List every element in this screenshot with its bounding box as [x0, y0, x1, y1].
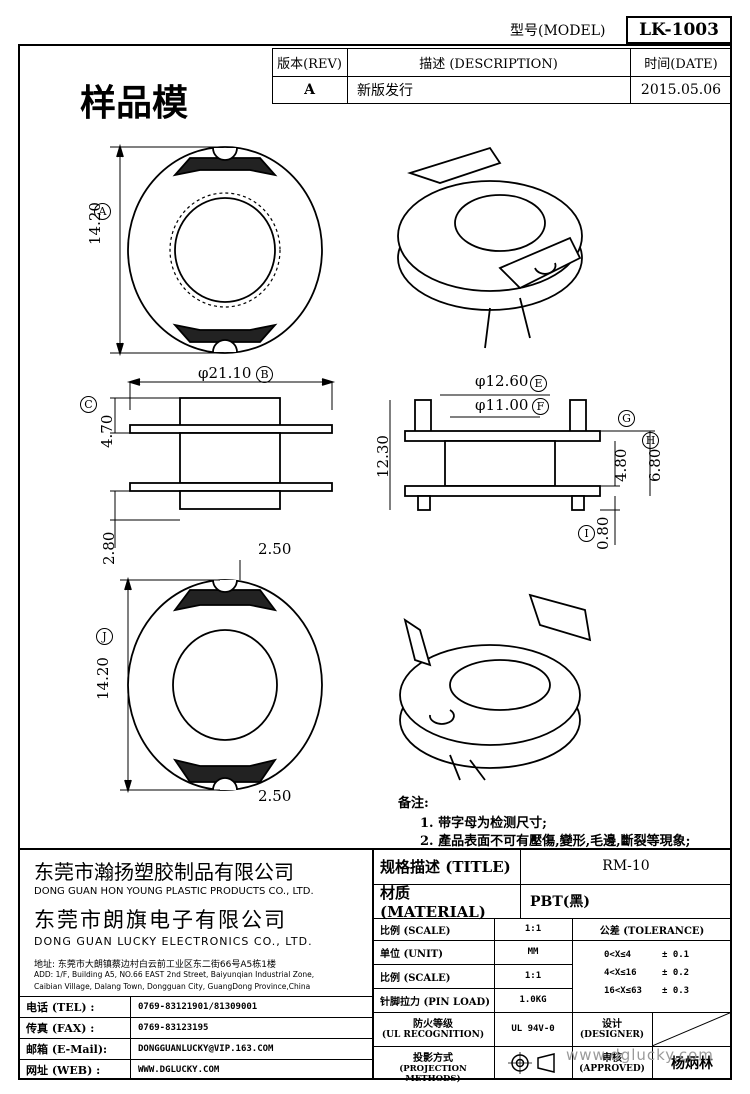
- dim-side-total: 6.80: [646, 448, 664, 482]
- note-2: 2. 產品表面不可有壓傷,變形,毛邊,斷裂等現象;: [420, 834, 691, 849]
- model-value-box: LK-1003: [626, 16, 732, 44]
- approver-name: 杨炳林: [671, 1056, 713, 1072]
- marker-c: C: [80, 396, 97, 413]
- address-en-2: Caibian Village, Dalang Town, Dongguan C…: [34, 982, 311, 991]
- address-cn: 地址: 东莞市大朗镇蔡边村白云前工业区东二街66号A5栋1楼: [34, 960, 276, 970]
- unit-value: MM: [527, 947, 539, 957]
- date-value: 2015.05.06: [640, 82, 722, 98]
- designer-slash: [652, 1012, 732, 1046]
- approved-label: 审核 (APPROVED): [579, 1053, 645, 1074]
- title-label: 规格描述 (TITLE): [380, 857, 511, 876]
- desc-header: 描述 (DESCRIPTION): [419, 56, 558, 72]
- model-value: LK-1003: [639, 20, 719, 40]
- rev-header: 版本(REV): [277, 56, 342, 72]
- company-cn-2: 东莞市朗旗电子有限公司: [34, 908, 287, 932]
- front-view-drawing: [110, 378, 336, 548]
- marker-i: I: [578, 525, 595, 542]
- model-label: 型号(MODEL): [510, 23, 606, 39]
- scale2-label: 比例 (SCALE): [380, 972, 451, 984]
- projection-label: 投影方式 (PROJECTION METHODS): [399, 1053, 467, 1084]
- dim-bottom-slot-top: 2.50: [258, 540, 292, 558]
- marker-a: A: [94, 203, 111, 220]
- marker-g: G: [618, 410, 635, 427]
- title-value: RM-10: [602, 858, 650, 874]
- marker-f: F: [532, 398, 549, 415]
- tol-value-2: ± 0.2: [662, 968, 690, 978]
- web-value: WWW.DGLUCKY.COM: [138, 1064, 220, 1075]
- notes-title: 备注:: [398, 796, 429, 811]
- material-label: 材质 (MATERIAL): [380, 883, 486, 921]
- projection-symbol-icon: [508, 1052, 555, 1074]
- scale-label: 比例 (SCALE): [380, 925, 451, 937]
- dim-front-width: φ21.10: [198, 364, 252, 382]
- marker-b: B: [256, 366, 273, 383]
- company-cn-1: 东莞市瀚扬塑胶制品有限公司: [34, 860, 294, 884]
- tolerance-header: 公差 (TOLERANCE): [599, 925, 705, 937]
- tel-label: 电话 (TEL) :: [26, 1000, 95, 1014]
- dim-side-inner: φ11.00: [475, 396, 529, 414]
- dim-side-mid: 4.80: [612, 448, 630, 482]
- web-label: 网址 (WEB) :: [26, 1063, 101, 1077]
- title-block-top: [18, 848, 732, 850]
- revision-table: 版本(REV) 描述 (DESCRIPTION) 时间(DATE) A 新版发行…: [272, 48, 732, 104]
- pin-load-label: 针脚拉力 (PIN LOAD): [380, 996, 490, 1008]
- tol-range-2: 4<X≤16: [604, 968, 637, 978]
- dim-bottom-slot-bottom: 2.50: [258, 787, 292, 805]
- side-view-drawing: [389, 394, 655, 545]
- dim-front-flange: 4.70: [98, 414, 116, 448]
- tol-value-3: ± 0.3: [662, 986, 690, 996]
- watermark: www.dglucky.com: [566, 1046, 714, 1064]
- top-view-drawing: [110, 143, 323, 357]
- rev-value: A: [304, 82, 315, 98]
- dim-side-base: 0.80: [594, 516, 612, 550]
- fax-value: 0769-83123195: [138, 1022, 209, 1033]
- iso-view-bottom: [399, 593, 592, 781]
- company-en-1: DONG GUAN HON YOUNG PLASTIC PRODUCTS CO.…: [34, 886, 314, 897]
- designer-label: 设计 (DESIGNER): [579, 1019, 645, 1040]
- marker-e: E: [530, 375, 547, 392]
- contact-table: 电话 (TEL) : 0769-83121901/81309001 传真 (FA…: [18, 996, 372, 1080]
- dim-bottom-height: 14.20: [94, 657, 112, 700]
- fire-value: UL 94V-0: [511, 1024, 555, 1034]
- fire-label: 防火等级 (UL RECOGNITION): [381, 1019, 485, 1040]
- sample-stamp: 样品模: [80, 82, 189, 124]
- tel-value: 0769-83121901/81309001: [138, 1001, 258, 1012]
- pin-load-value: 1.0KG: [519, 995, 547, 1005]
- marker-h: H: [642, 432, 659, 449]
- dim-side-outer: φ12.60: [475, 372, 529, 390]
- desc-value: 新版发行: [357, 83, 413, 99]
- tol-value-1: ± 0.1: [662, 950, 690, 960]
- email-label: 邮箱 (E-Mail):: [26, 1042, 108, 1056]
- unit-label: 单位 (UNIT): [380, 948, 443, 960]
- tol-range-1: 0<X≤4: [604, 950, 632, 960]
- bottom-view-drawing: [120, 560, 323, 794]
- sheet-frame: [18, 44, 732, 1080]
- fax-label: 传真 (FAX) :: [26, 1021, 95, 1035]
- note-1: 1. 带字母为检测尺寸;: [420, 816, 547, 831]
- material-value: PBT(黑): [530, 894, 591, 910]
- scale-value: 1:1: [524, 924, 542, 934]
- scale2-value: 1:1: [524, 971, 542, 981]
- dim-side-height: 12.30: [374, 435, 392, 478]
- address-en-1: ADD: 1/F, Building A5, NO.66 EAST 2nd St…: [34, 970, 315, 979]
- email-value: DONGGUANLUCKY@VIP.163.COM: [138, 1043, 274, 1054]
- iso-view-top: [397, 146, 583, 349]
- company-en-2: DONG GUAN LUCKY ELECTRONICS CO., LTD.: [34, 935, 313, 948]
- tol-range-3: 16<X≤63: [604, 986, 642, 996]
- marker-j: J: [96, 628, 113, 645]
- date-header: 时间(DATE): [644, 56, 718, 72]
- spec-table: 规格描述 (TITLE) RM-10 材质 (MATERIAL) PBT(黑) …: [372, 848, 732, 1084]
